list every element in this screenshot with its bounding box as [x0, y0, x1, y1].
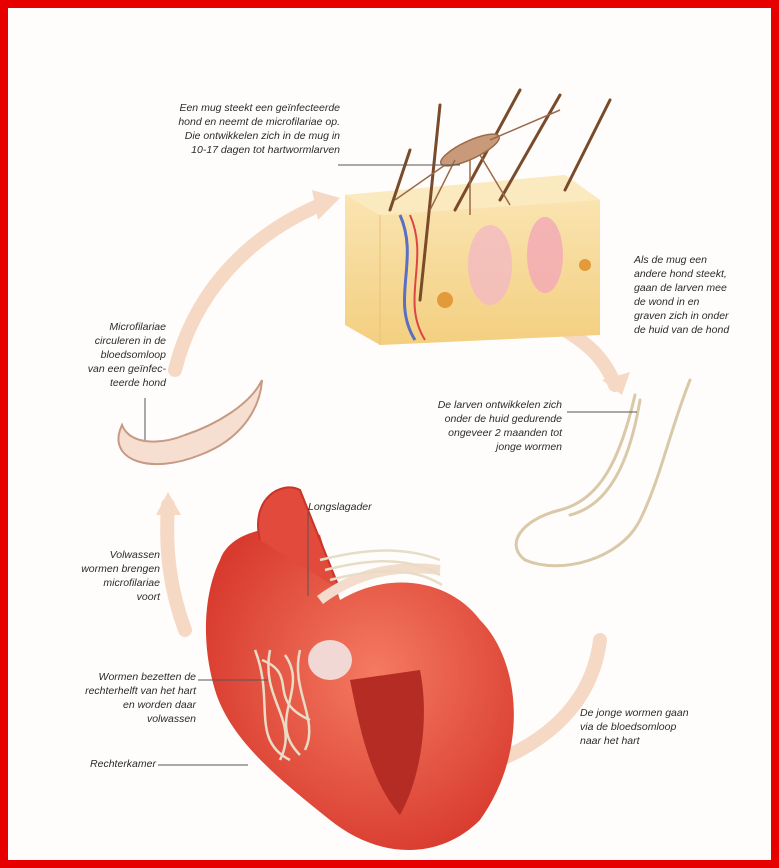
label-larvae-develop: De larven ontwikkelen zich onder de huid… [390, 398, 562, 454]
label-right-ventricle: Rechterkamer [56, 757, 156, 771]
label-larvae-enter: Als de mug een andere hond steekt, gaan … [634, 253, 774, 337]
arrow-to-skin [175, 205, 320, 370]
arrow-to-larvae [565, 330, 615, 385]
label-adult-worms: Volwassen wormen brengen microfilariae v… [40, 548, 160, 604]
arrow-to-microfilariae [167, 505, 185, 630]
label-worms-occupy: Wormen bezetten de rechterhelft van het … [26, 670, 196, 726]
label-microfilariae-circulate: Microfilariae circuleren in de bloedsoml… [40, 320, 166, 390]
label-young-worms: De jonge wormen gaan via de bloedsomloop… [580, 706, 760, 748]
microfilaria-worm [118, 380, 262, 464]
label-pulmonary-artery: Longslagader [308, 500, 428, 514]
label-mosquito-bite: Een mug steekt een geïnfecteerde hond en… [80, 101, 340, 157]
skin-cross-section [345, 90, 610, 345]
heart [206, 487, 514, 850]
